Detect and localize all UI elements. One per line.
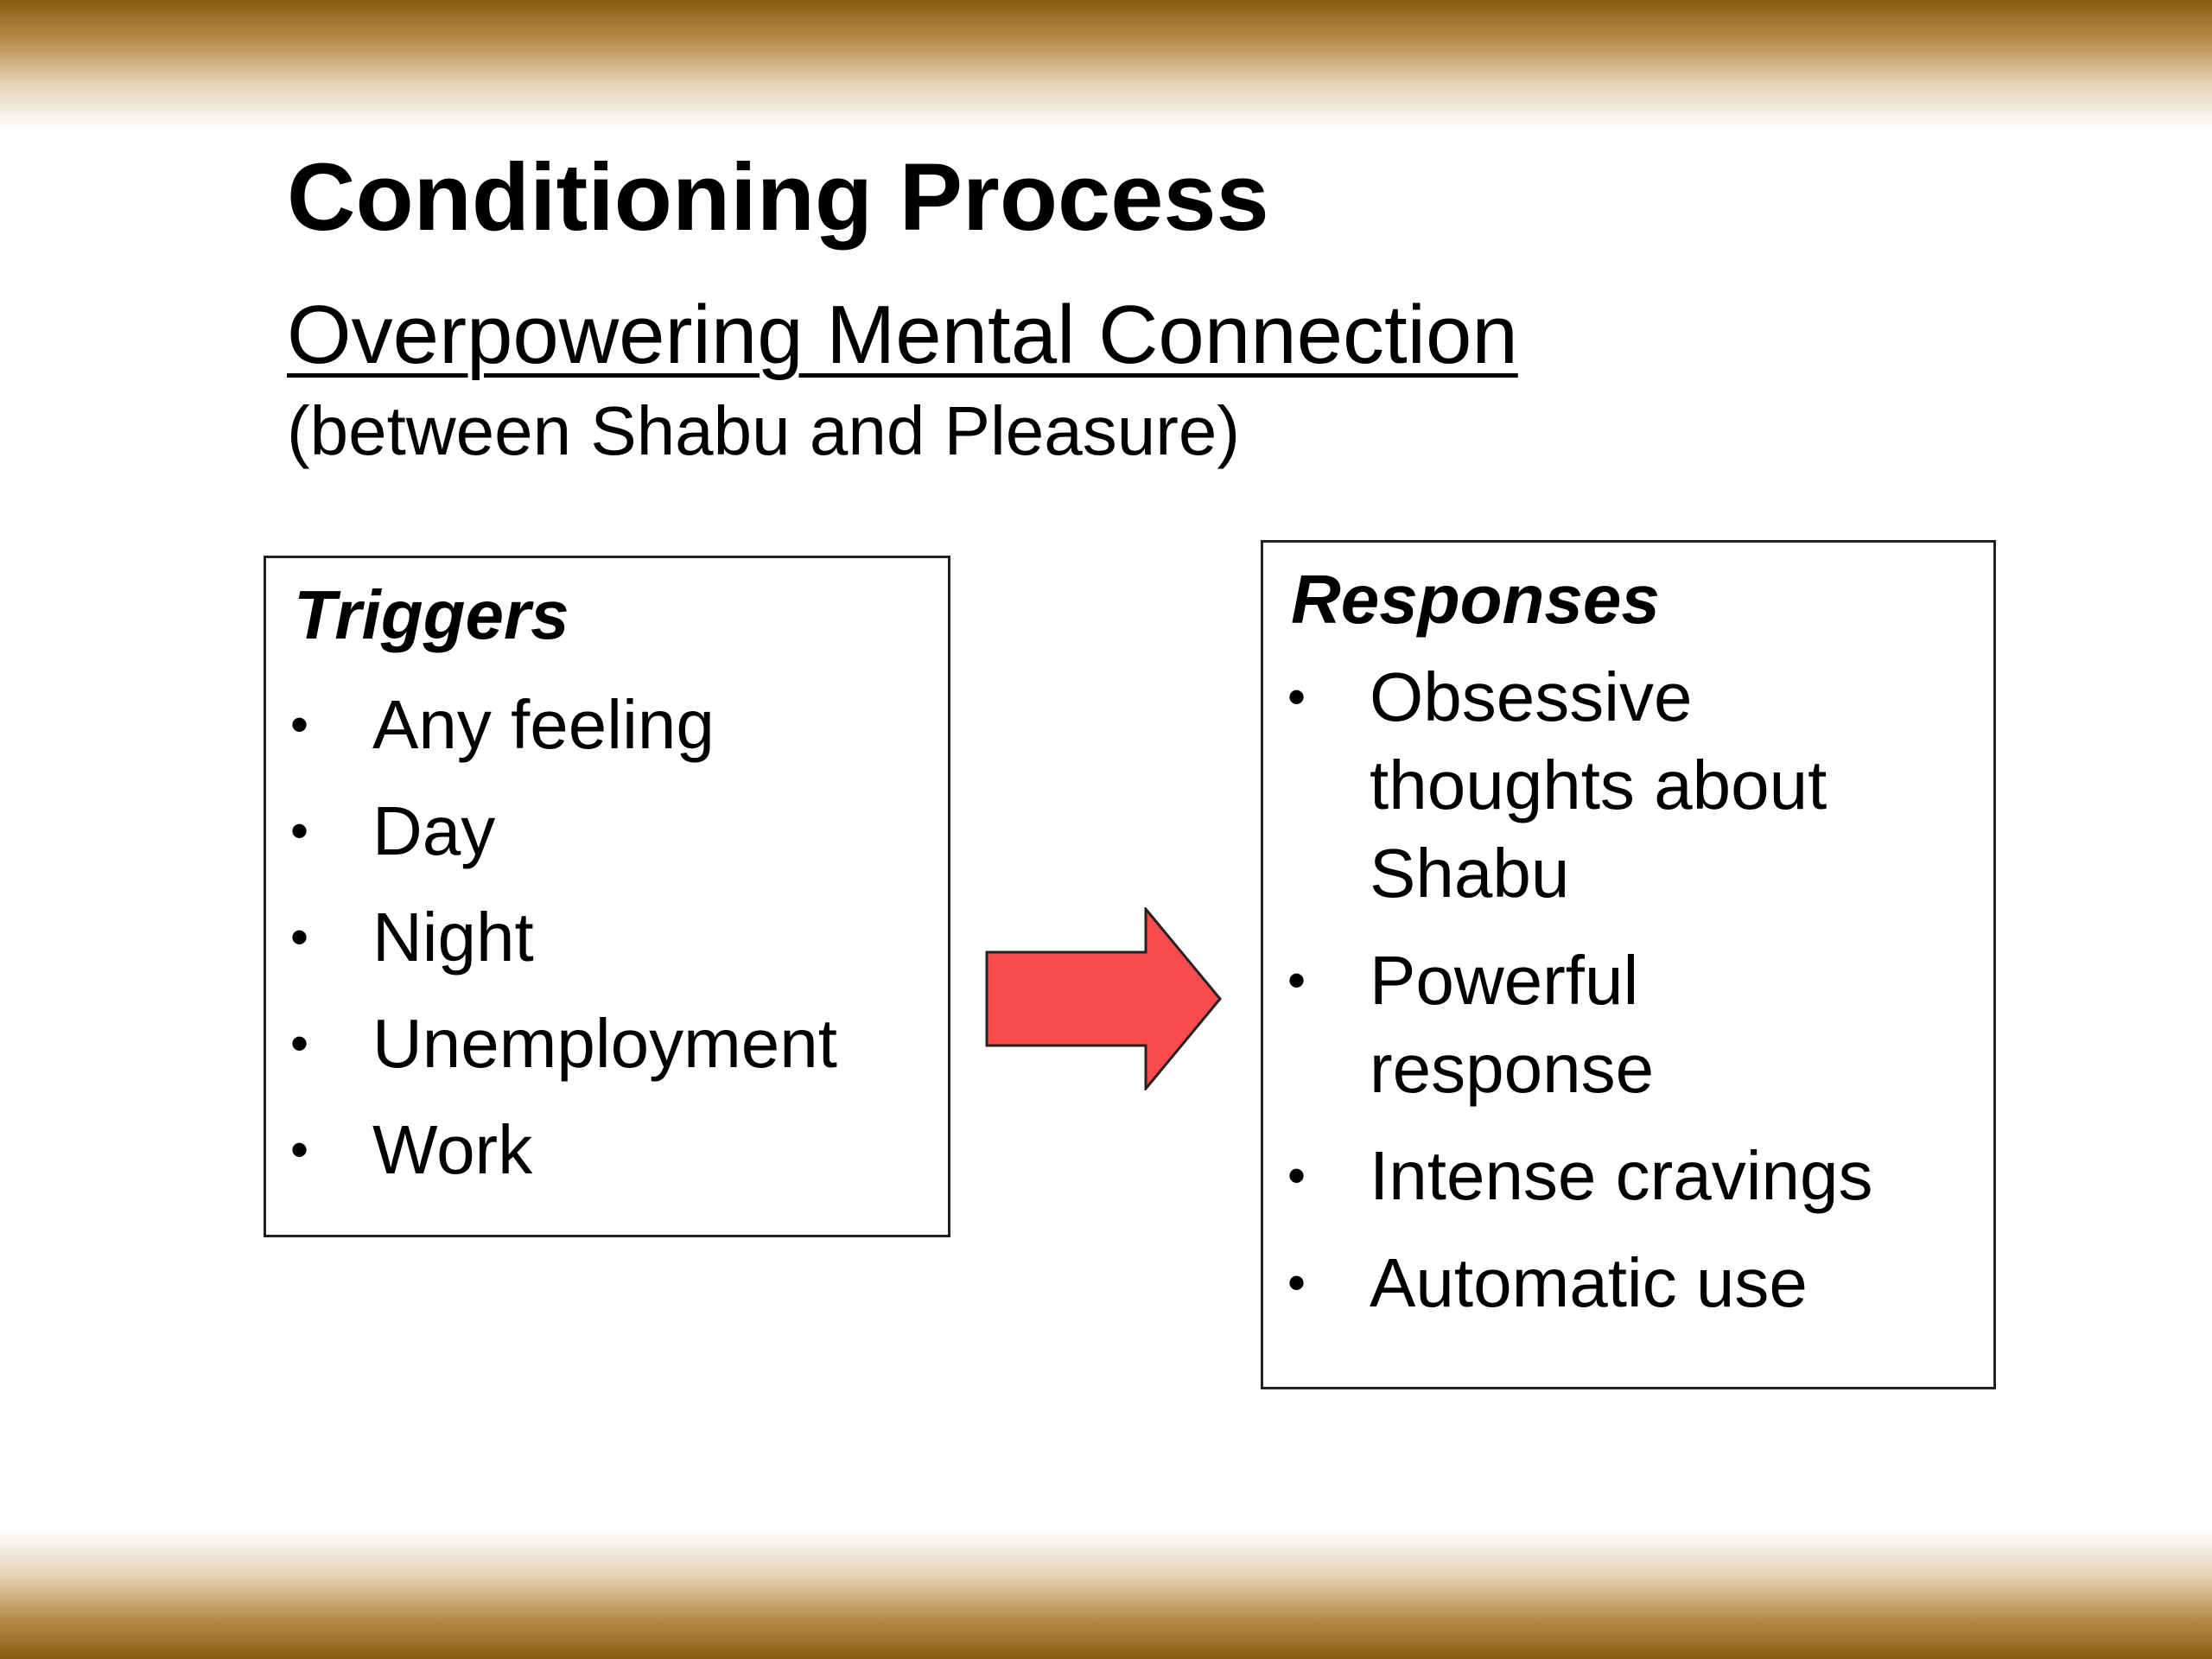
list-item: • Day [266, 787, 837, 875]
list-item: • Obsessive thoughts about Shabu [1263, 653, 1923, 918]
list-item: • Night [266, 893, 837, 982]
slide-title: Conditioning Process [287, 144, 1269, 251]
bullet-icon: • [290, 1121, 309, 1179]
triggers-heading: Triggers [294, 576, 569, 653]
triggers-box: Triggers • Any feeling • Day • Night • Unemp… [264, 556, 950, 1237]
slide-subtitle-note: (between Shabu and Pleasure) [287, 392, 1240, 469]
response-item-label: Intense cravings [1370, 1137, 1873, 1214]
list-item: • Unemployment [266, 1000, 837, 1088]
list-item: • Work [266, 1106, 837, 1194]
trigger-item-label: Any feeling [372, 686, 715, 763]
right-arrow-icon [985, 907, 1222, 1090]
trigger-item-label: Unemployment [372, 1005, 838, 1082]
responses-box: Responses • Obsessive thoughts about Shab… [1261, 540, 1996, 1389]
bullet-icon: • [290, 1014, 309, 1072]
top-decorative-band [0, 0, 2212, 130]
bottom-decorative-band [0, 1529, 2212, 1659]
triggers-list: • Any feeling • Day • Night • Unemployment •… [266, 681, 837, 1212]
response-item-label: Obsessive thoughts about Shabu [1370, 658, 1827, 912]
bullet-icon: • [1287, 951, 1306, 1009]
list-item: • Any feeling [266, 681, 837, 769]
responses-heading: Responses [1291, 561, 1660, 638]
response-item-label: Powerful response [1370, 942, 1655, 1107]
bullet-icon: • [290, 696, 309, 753]
bullet-icon: • [290, 908, 309, 966]
bullet-icon: • [290, 802, 309, 860]
slide-subtitle: Overpowering Mental Connection [287, 289, 1518, 381]
trigger-item-label: Night [372, 899, 534, 976]
responses-list: • Obsessive thoughts about Shabu • Powerfu… [1263, 653, 1923, 1346]
arrow-shape [985, 907, 1222, 1090]
trigger-item-label: Work [372, 1111, 533, 1188]
list-item: • Intense cravings [1263, 1132, 1923, 1220]
list-item: • Automatic use [1263, 1239, 1923, 1327]
list-item: • Powerful response [1263, 937, 1923, 1113]
trigger-item-label: Day [372, 792, 496, 869]
response-item-label: Automatic use [1370, 1244, 1808, 1321]
bullet-icon: • [1287, 668, 1306, 726]
bullet-icon: • [1287, 1147, 1306, 1205]
bullet-icon: • [1287, 1254, 1306, 1312]
